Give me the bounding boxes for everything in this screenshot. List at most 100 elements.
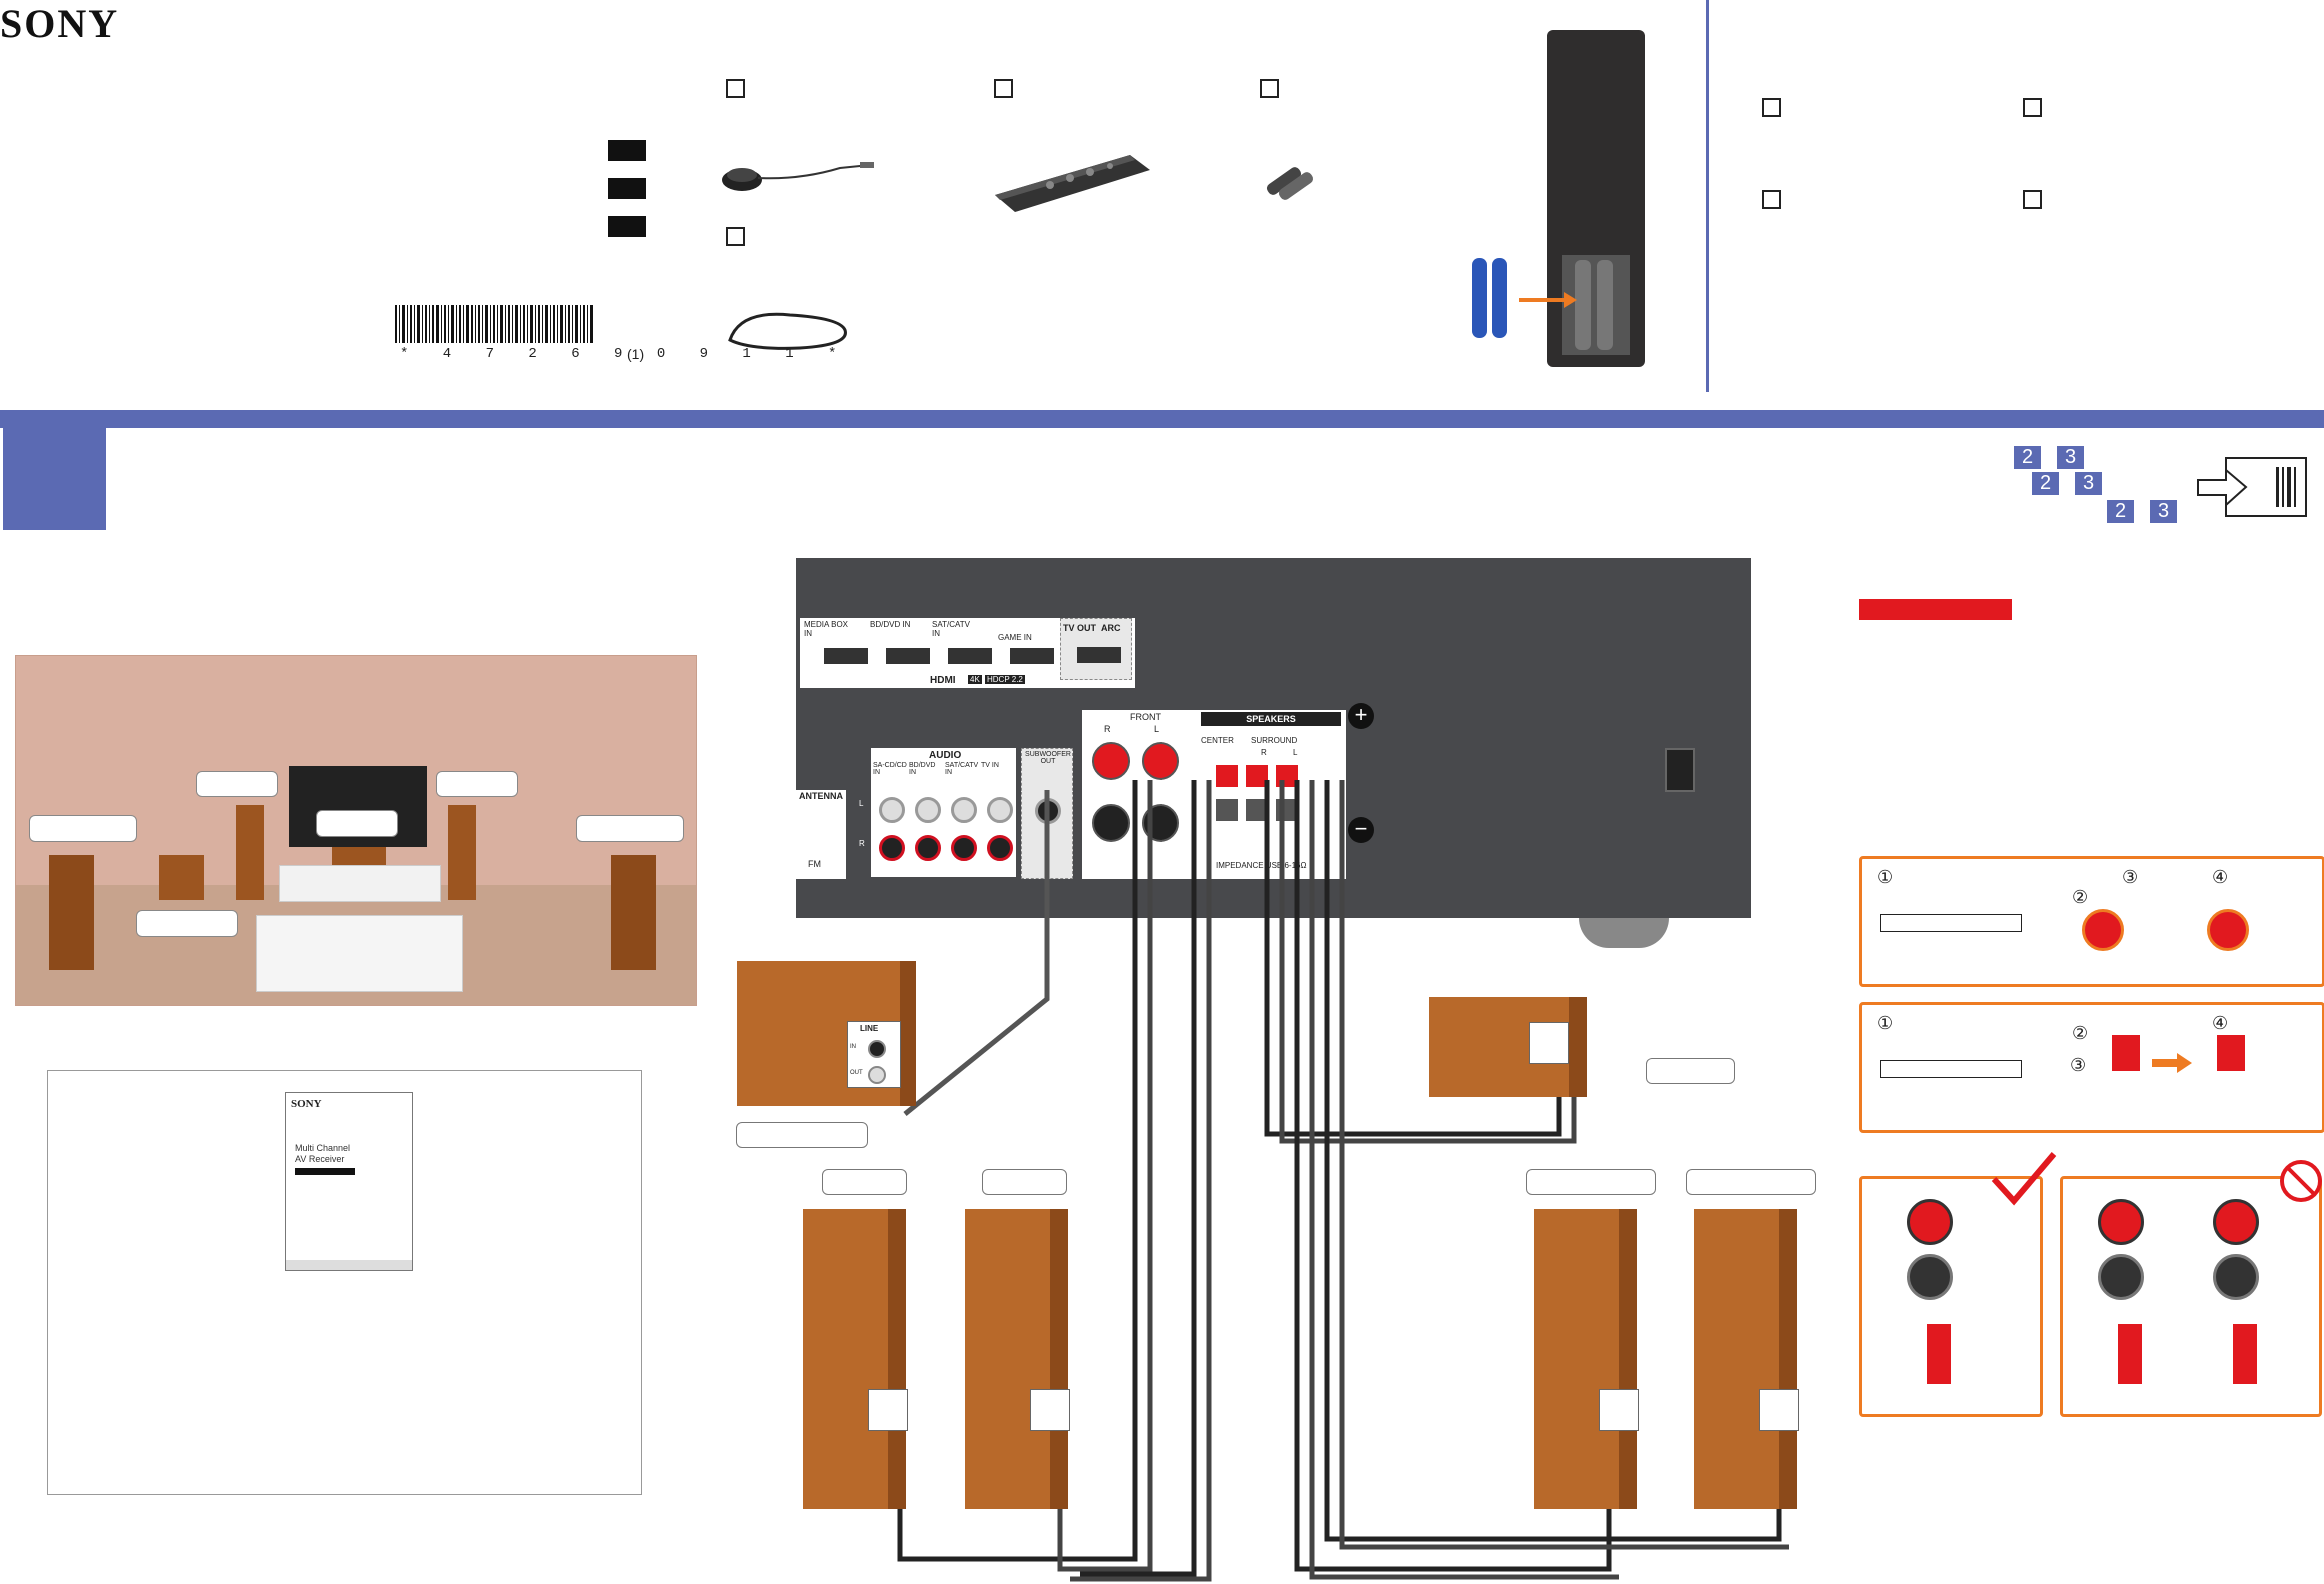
checkbox-icon[interactable]	[1762, 98, 1781, 117]
audio-jack-l[interactable]	[987, 797, 1013, 823]
column-divider	[1706, 0, 1709, 392]
line-in-jack[interactable]	[868, 1040, 886, 1058]
hdmi-out-port[interactable]	[1077, 647, 1121, 663]
room-label-box	[29, 815, 137, 842]
barcode-revision: (1)	[627, 346, 645, 362]
battery-icon	[1492, 258, 1507, 338]
audio-jack-r[interactable]	[951, 835, 977, 861]
audio-jack-r[interactable]	[915, 835, 941, 861]
language-tab	[608, 216, 646, 237]
front-right-speaker-icon	[611, 855, 656, 970]
plus-symbol: +	[1348, 703, 1374, 729]
hdmi-port[interactable]	[948, 648, 992, 664]
hdmi-port[interactable]	[824, 648, 868, 664]
audio-l-label: L	[859, 799, 864, 808]
antenna-section: ANTENNA FM	[796, 790, 846, 879]
hdmi-label: HDMI	[930, 675, 956, 686]
room-label-box	[196, 771, 278, 797]
step-badge: 2	[2032, 472, 2059, 495]
surround-right-speaker-icon	[448, 805, 476, 900]
arc-label: ARC	[1101, 623, 1121, 633]
batteries-icon	[1266, 167, 1314, 200]
callout-box	[736, 1122, 868, 1148]
room-label-box	[316, 810, 398, 837]
manual-cover: SONY Multi Channel AV Receiver	[285, 1092, 413, 1271]
manual-brand: SONY	[291, 1098, 322, 1110]
front-l-plus-terminal[interactable]	[1142, 742, 1179, 780]
terminal-icon	[2213, 1199, 2259, 1245]
center-label: CENTER	[1201, 736, 1234, 745]
surround-r-label: R	[1261, 748, 1267, 757]
callout-box	[1686, 1169, 1816, 1195]
document-reference-icon	[2197, 457, 2307, 517]
center-minus-terminal[interactable]	[1216, 799, 1238, 821]
surround-r-plus-terminal[interactable]	[1246, 765, 1268, 787]
checkbox-icon[interactable]	[2023, 190, 2042, 209]
checkbox-icon[interactable]	[2023, 98, 2042, 117]
audio-jack-l[interactable]	[915, 797, 941, 823]
minus-symbol: −	[1348, 817, 1374, 843]
hdmi-port[interactable]	[1010, 648, 1054, 664]
front-r-minus-terminal[interactable]	[1092, 804, 1130, 842]
front-left-speaker-icon	[49, 855, 94, 970]
prohibited-icon	[2280, 1160, 2322, 1202]
checkbox-icon[interactable]	[1762, 190, 1781, 209]
audio-input-label: BD/DVD IN	[909, 762, 936, 776]
terminal-icon	[2098, 1254, 2144, 1300]
step-number: ①	[1877, 867, 1894, 887]
terminal-icon	[1907, 1199, 1953, 1245]
front-r-plus-terminal[interactable]	[1092, 742, 1130, 780]
step-number: ③	[2070, 1055, 2087, 1075]
spring-terminal-icon	[1927, 1324, 1951, 1384]
step-number: ②	[2072, 887, 2089, 907]
audio-jack-r[interactable]	[879, 835, 905, 861]
arrow-icon	[1519, 292, 1577, 308]
speaker-layout-room	[15, 655, 697, 1006]
callout-box	[1646, 1058, 1735, 1084]
surround-r-minus-terminal[interactable]	[1246, 799, 1268, 821]
audio-input-label: TV IN	[981, 762, 999, 769]
barcode-graphic	[395, 305, 593, 343]
step-number: ④	[2212, 1013, 2229, 1033]
audio-jack-r[interactable]	[987, 835, 1013, 861]
barcode-number: * 4 7 2 6 9 0 9 1 1 *	[400, 346, 850, 362]
checkbox-icon[interactable]	[726, 79, 745, 98]
surround-right-speaker-illustration	[1534, 1209, 1639, 1509]
impedance-label: IMPEDANCE USE 6-16Ω	[1216, 861, 1307, 870]
center-speaker-icon	[332, 847, 386, 865]
step-number: ④	[2212, 867, 2229, 887]
audio-input-label: SA-CD/CD IN	[873, 762, 907, 776]
line-label: LINE	[860, 1024, 879, 1033]
battery-icon	[1472, 258, 1487, 338]
subwoofer-out-label: SUBWOOFER OUT	[1025, 751, 1071, 765]
checkbox-icon[interactable]	[726, 227, 745, 246]
spring-terminal-icon	[2118, 1324, 2142, 1384]
correct-connection-panel	[1859, 1176, 2043, 1417]
checkbox-icon[interactable]	[1260, 79, 1279, 98]
speakers-label: SPEAKERS	[1201, 712, 1341, 726]
step-number: ②	[2072, 1023, 2089, 1043]
manual-title-line1: Multi Channel	[295, 1143, 351, 1153]
sony-logo: SONY	[0, 1, 120, 46]
incorrect-connection-panel	[2060, 1176, 2322, 1417]
audio-jack-l[interactable]	[879, 797, 905, 823]
front-label: FRONT	[1130, 712, 1161, 722]
step-badge: 3	[2150, 500, 2177, 523]
hdmi-input-label: SAT/CATV IN	[932, 620, 970, 638]
section-tab	[3, 410, 106, 530]
audio-jack-l[interactable]	[951, 797, 977, 823]
checkbox-icon[interactable]	[994, 79, 1013, 98]
section-header-bar	[0, 410, 2324, 428]
hdmi-input-label: MEDIA BOX IN	[804, 620, 849, 638]
terminal-icon	[1907, 1254, 1953, 1300]
arrow-icon	[2152, 1053, 2192, 1073]
hdmi-port[interactable]	[886, 648, 930, 664]
line-out-jack[interactable]	[868, 1066, 886, 1084]
hdmi-out-section: TV OUT ARC	[1060, 618, 1132, 680]
center-plus-terminal[interactable]	[1216, 765, 1238, 787]
step-badge: 2	[2107, 500, 2134, 523]
speakers-section: FRONT R L SPEAKERS CENTER SURROUND R L I…	[1082, 710, 1346, 879]
language-tab	[608, 178, 646, 199]
step-number: ③	[2122, 867, 2139, 887]
wire-icon	[1880, 914, 2022, 932]
